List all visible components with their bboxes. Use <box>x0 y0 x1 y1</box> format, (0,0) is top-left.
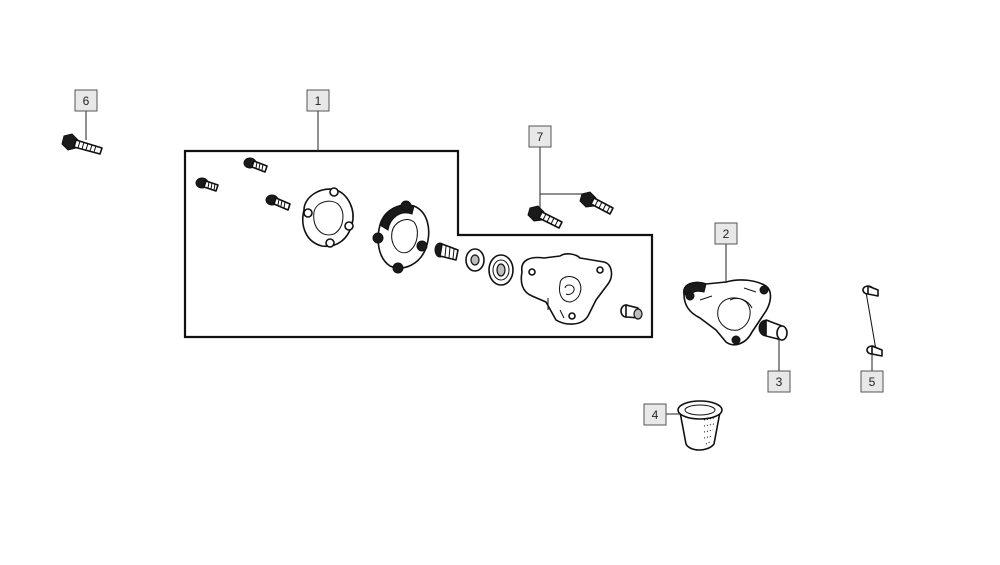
small-screw-c <box>265 194 291 211</box>
part-6-bolt <box>61 133 103 155</box>
part-2-housing <box>683 279 772 346</box>
callout-7-label: 7 <box>537 130 544 144</box>
kit-group-outline <box>183 149 654 339</box>
part-7-bolt-a <box>527 205 563 229</box>
small-screw-b <box>243 157 268 173</box>
callout-2-label: 2 <box>723 227 730 241</box>
callout-6[interactable]: 6 <box>74 89 98 112</box>
part-7-bolt-b <box>579 191 614 215</box>
callout-3-label: 3 <box>776 375 783 389</box>
pump-housing-cover <box>520 253 613 325</box>
pump-body-plate <box>372 200 430 274</box>
inner-rotor <box>465 248 485 272</box>
drive-shaft <box>434 242 459 261</box>
part-4-strainer <box>677 400 723 451</box>
callout-4[interactable]: 4 <box>643 403 667 426</box>
leader-7 <box>539 147 582 208</box>
part-3-bush <box>758 319 788 341</box>
callout-5[interactable]: 5 <box>860 370 884 393</box>
callout-1[interactable]: 1 <box>306 89 330 112</box>
callout-3[interactable]: 3 <box>767 370 791 393</box>
callout-6-label: 6 <box>83 94 90 108</box>
callout-2[interactable]: 2 <box>714 222 738 245</box>
callout-5-label: 5 <box>869 375 876 389</box>
callout-4-label: 4 <box>652 408 659 422</box>
callout-1-label: 1 <box>315 94 322 108</box>
part-5-pin <box>862 285 883 357</box>
callout-7[interactable]: 7 <box>528 125 552 148</box>
cover-gasket <box>302 187 354 248</box>
outer-rotor <box>488 254 514 286</box>
small-screw-a <box>195 177 219 192</box>
pump-sleeve <box>620 304 643 320</box>
